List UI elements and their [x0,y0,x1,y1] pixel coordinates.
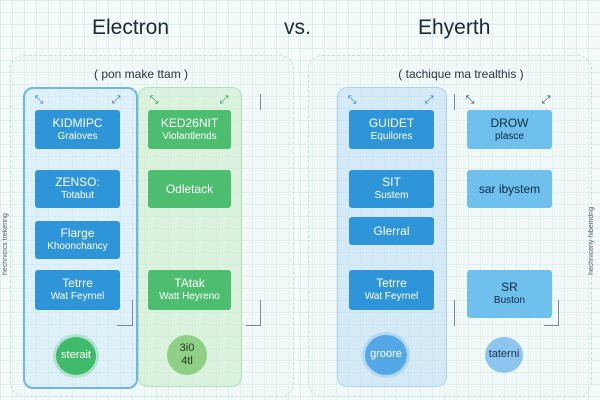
component-title: ZENSO: [55,175,100,190]
right-side-label: hechniceriy hibemdng [588,206,595,275]
component-title: TAtak [174,276,205,291]
connector-line [117,325,132,326]
node-circle[interactable]: taterni [485,337,523,373]
right-title: Ehyerth [418,16,491,39]
circle-label: sterait [61,349,91,362]
component-title: KED26NIT [160,115,219,130]
component-box[interactable]: Tetrre Wat Feyrnel [349,270,434,310]
circle-label: groore [370,348,402,361]
vs-label: vs. [284,16,311,39]
component-subtitle: Totabut [61,190,94,202]
component-box[interactable]: ZENSO: Totabut [35,170,120,208]
component-subtitle: plasce [495,130,524,142]
left-side-label: hechnicics trekering [2,213,9,275]
component-box[interactable]: GUIDET Equilores [349,110,434,149]
expand-arrows-icon[interactable]: ⤢ [541,94,551,106]
expand-arrows-icon[interactable]: ⤢ [424,94,434,106]
component-title: SR [501,280,518,295]
component-subtitle: Sustem [374,190,409,202]
component-subtitle: Violantlends [162,130,217,142]
component-title: KIDMIPC [52,115,103,130]
component-box[interactable]: TAtak Watt Heyreno [148,270,231,310]
left-panel-subtitle: ( pon make ttam ) [93,67,189,81]
node-circle[interactable]: 3i0 4tl [167,335,207,375]
collapse-arrows-icon[interactable]: ⤡ [465,94,475,106]
component-box[interactable]: SR Buston [467,270,552,318]
component-subtitle: Equilores [370,130,413,142]
connector-line [544,325,558,326]
component-box[interactable]: Flarge Khoonchancy [35,221,120,259]
collapse-arrows-icon[interactable]: ⤡ [34,94,44,106]
connector-line [260,94,261,110]
component-title: Tetrre [62,276,93,291]
component-box[interactable]: Glerral [349,217,434,245]
connector-line [454,300,455,326]
component-subtitle: Wat Feyrnel [50,291,105,303]
collapse-arrows-icon[interactable]: ⤡ [149,94,159,106]
component-subtitle: Wat Feyrnel [364,291,419,303]
component-box[interactable]: DROW plasce [467,110,552,149]
component-box[interactable]: Tetrre Wat Feyrnel [35,270,120,310]
component-title: Tetrre [376,276,407,291]
connector-line [260,300,261,326]
component-title: sar ibystem [478,181,541,196]
component-title: Flarge [60,226,95,241]
component-subtitle: Graloves [57,130,98,142]
circle-label: taterni [488,348,520,361]
component-box[interactable]: KED26NIT Violantlends [148,110,231,149]
expand-arrows-icon[interactable]: ⤢ [219,94,229,106]
component-box[interactable]: KIDMIPC Graloves [35,110,120,149]
component-subtitle: Watt Heyreno [159,291,220,303]
connector-line [454,94,455,110]
component-title: Odletack [165,181,214,196]
circle-label: 4tl [181,355,193,367]
component-title: DROW [490,115,529,130]
component-subtitle: Khoonchancy [47,241,108,253]
expand-arrows-icon[interactable]: ⤢ [111,94,121,106]
component-box[interactable]: SIT Sustem [349,170,434,208]
connector-line [132,300,133,326]
component-box[interactable]: sar ibystem [467,170,552,208]
component-box[interactable]: Odletack [148,170,231,208]
connector-line [558,300,559,326]
right-panel-subtitle: ( tachique ma trealthis ) [398,67,524,81]
component-subtitle: Buston [493,295,526,307]
node-circle[interactable]: sterait [56,337,96,375]
component-title: GUIDET [368,115,415,130]
left-title: Electron [92,16,170,39]
collapse-arrows-icon[interactable]: ⤡ [347,94,357,106]
node-circle[interactable]: groore [365,335,407,375]
connector-line [246,325,260,326]
component-title: Glerral [373,223,410,238]
circle-label: 3i0 [179,341,195,354]
component-title: SIT [382,175,401,190]
